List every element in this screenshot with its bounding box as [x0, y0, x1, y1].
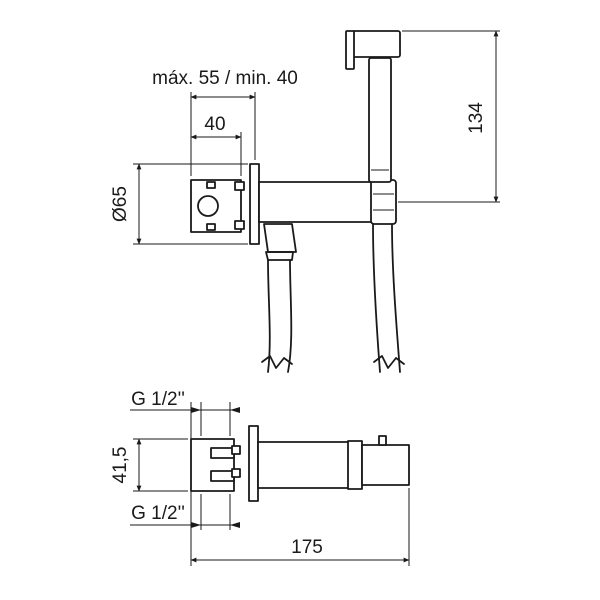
handshower-handle — [368, 57, 392, 183]
plan-mounting-box — [190, 438, 235, 492]
dim-range-label: máx. 55 / min. 40 — [152, 68, 298, 89]
hose-left — [267, 259, 271, 373]
dim-thread-top-label: G 1/2'' — [131, 389, 185, 410]
mounting-box — [190, 179, 242, 233]
dim-41-5-label: 41,5 — [110, 447, 131, 484]
side-elevation-view: máx. 55 / min. 40 40 Ø65 134 — [110, 30, 500, 373]
dim-134-label: 134 — [466, 102, 487, 134]
wall-plate — [249, 163, 260, 245]
holder-collar — [370, 179, 397, 225]
dim-40-label: 40 — [204, 114, 225, 135]
plan-view: G 1/2'' G 1/2'' 41,5 175 — [110, 389, 410, 566]
dim-175-label: 175 — [291, 537, 323, 558]
dim-thread-bottom-label: G 1/2'' — [131, 503, 185, 524]
mounting-box-port — [197, 195, 219, 217]
spout-body — [258, 181, 374, 223]
handshower-head — [351, 30, 401, 58]
dim-diameter-label: Ø65 — [110, 186, 131, 222]
hose-right — [372, 223, 381, 373]
plan-wall-plate — [248, 425, 259, 502]
plan-holder — [361, 444, 410, 486]
plan-spout — [257, 441, 351, 489]
hose-connector — [263, 223, 297, 253]
